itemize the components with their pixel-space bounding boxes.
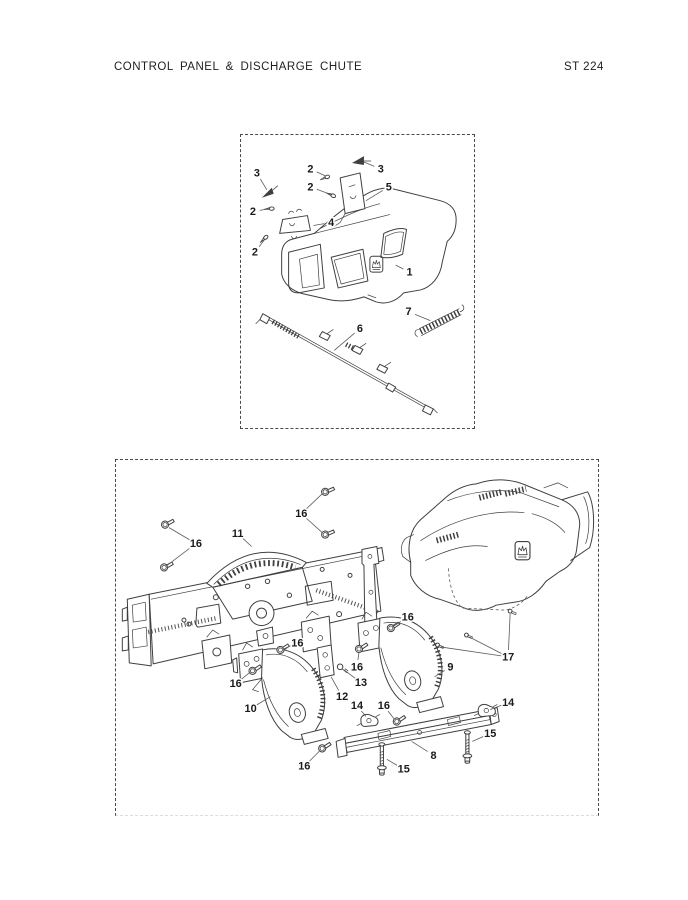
control-panel-frame <box>121 547 385 667</box>
callout-part-2: 2 <box>306 180 332 196</box>
chute-rotator-right <box>357 611 445 714</box>
svg-text:7: 7 <box>406 306 412 318</box>
svg-text:6: 6 <box>357 323 363 335</box>
control-panel-diagram: 3 2 3 2 5 2 4 2 1 7 6 <box>248 156 465 416</box>
callout-part-13: 13 <box>343 669 369 691</box>
callout-part-16: 16 <box>283 636 305 651</box>
svg-text:16: 16 <box>298 761 310 773</box>
svg-text:16: 16 <box>378 700 390 712</box>
callout-part-8: 8 <box>411 741 438 763</box>
svg-text:1: 1 <box>407 267 413 279</box>
svg-text:15: 15 <box>398 764 410 776</box>
bottom-callouts: 16 11 16 16 16 16 13 9 17 16 12 10 14 16 14 15 8 16 15 <box>166 493 517 777</box>
svg-text:16: 16 <box>291 637 303 649</box>
callout-part-9: 9 <box>434 660 455 678</box>
callout-part-7: 7 <box>404 305 431 322</box>
chute-controls-diagram: 16 11 16 16 16 16 13 9 17 16 12 10 14 16 14 15 8 16 15 <box>121 479 595 777</box>
svg-text:16: 16 <box>351 661 363 673</box>
svg-text:11: 11 <box>232 528 244 540</box>
svg-text:8: 8 <box>431 750 437 762</box>
frame-bracket-left <box>201 629 233 670</box>
svg-text:2: 2 <box>307 181 313 193</box>
svg-text:12: 12 <box>336 691 348 703</box>
svg-text:13: 13 <box>355 677 367 689</box>
chute-controls-diagram-box: 16 11 16 16 16 16 13 9 17 16 12 10 14 16 14 15 8 16 15 <box>115 459 599 816</box>
callout-part-16: 16 <box>297 751 320 774</box>
callout-part-15: 15 <box>386 758 411 777</box>
callout-part-16: 16 <box>166 527 203 566</box>
frame-bracket-mid <box>256 626 274 647</box>
svg-text:16: 16 <box>190 538 202 550</box>
callout-part-10: 10 <box>243 696 271 717</box>
callout-part-17: 17 <box>440 614 516 665</box>
svg-text:10: 10 <box>245 703 257 715</box>
callout-part-2: 2 <box>306 162 326 177</box>
callout-part-3: 3 <box>363 161 385 177</box>
svg-text:5: 5 <box>386 181 392 193</box>
shoulder-pin <box>336 663 349 674</box>
callout-part-4: 4 <box>313 215 336 230</box>
callout-part-16: 16 <box>228 671 251 692</box>
callout-part-14: 14 <box>490 696 517 711</box>
svg-text:9: 9 <box>447 661 453 673</box>
screw-17-set <box>434 607 518 651</box>
clamp-left <box>356 713 381 727</box>
callout-part-2: 2 <box>248 205 270 220</box>
callout-part-16: 16 <box>349 651 365 675</box>
top-cover <box>401 479 595 611</box>
callout-part-11: 11 <box>230 527 252 547</box>
svg-text:3: 3 <box>254 167 260 179</box>
control-panel-diagram-box: 3 2 3 2 5 2 4 2 1 7 6 <box>240 134 475 429</box>
svg-text:17: 17 <box>502 651 514 663</box>
svg-text:4: 4 <box>328 217 334 229</box>
svg-text:2: 2 <box>252 247 258 259</box>
page-title: CONTROL PANEL & DISCHARGE CHUTE <box>114 61 363 73</box>
bracket-plate <box>279 208 311 239</box>
chute-rotator-left <box>232 642 329 745</box>
model-number: ST 224 <box>564 61 604 73</box>
svg-text:2: 2 <box>250 206 256 218</box>
svg-text:2: 2 <box>307 163 313 175</box>
svg-text:16: 16 <box>230 678 242 690</box>
callout-part-16: 16 <box>376 699 395 719</box>
bolt-right <box>462 730 473 764</box>
svg-text:16: 16 <box>402 612 414 624</box>
callout-part-16: 16 <box>393 610 415 627</box>
control-panel <box>281 187 457 304</box>
callout-part-15: 15 <box>472 726 498 742</box>
svg-text:14: 14 <box>351 700 364 712</box>
bolt-left <box>376 742 387 776</box>
callout-part-2: 2 <box>250 239 266 260</box>
callout-part-6: 6 <box>333 322 364 351</box>
callout-part-5: 5 <box>365 180 393 202</box>
link-strap <box>316 644 335 679</box>
switch-plate <box>333 172 366 227</box>
svg-text:15: 15 <box>484 728 496 740</box>
control-cable <box>255 313 438 416</box>
direction-arrows <box>261 156 372 198</box>
callout-part-3: 3 <box>252 166 268 190</box>
svg-text:3: 3 <box>378 163 384 175</box>
spring <box>414 304 465 337</box>
callout-part-16: 16 <box>294 493 323 533</box>
top-callouts: 3 2 3 2 5 2 4 2 1 7 6 <box>248 161 431 351</box>
svg-text:16: 16 <box>295 508 307 520</box>
toothed-sector <box>206 551 307 588</box>
svg-text:14: 14 <box>502 697 515 709</box>
callout-part-12: 12 <box>330 676 350 705</box>
callout-part-14: 14 <box>349 699 367 717</box>
callout-part-1: 1 <box>395 264 414 280</box>
